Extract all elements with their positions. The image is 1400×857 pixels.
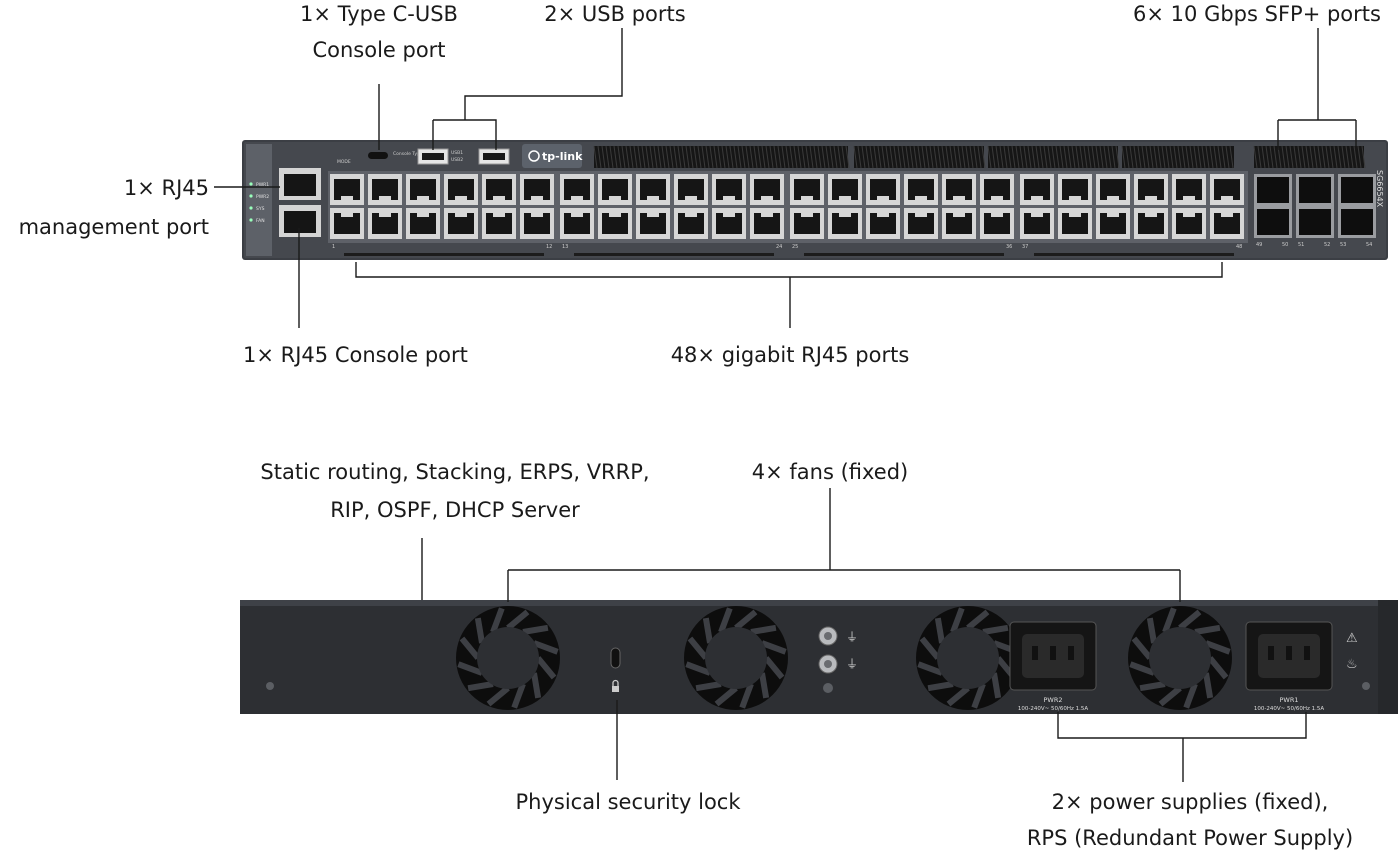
tp-link-logo-icon — [528, 150, 540, 162]
port-number: 48 — [1236, 244, 1242, 250]
console-typec-mini-label: Console Type-C — [393, 151, 427, 157]
screw-icon — [1362, 682, 1370, 690]
status-led-icon — [249, 206, 253, 210]
mgmt-port-label-line2: management port — [18, 215, 209, 239]
screw-icon — [266, 682, 274, 690]
sfp-ports-label: 6× 10 Gbps SFP+ ports — [1133, 2, 1381, 26]
status-led-icon — [249, 182, 253, 186]
ground-symbol-icon: ⏚ — [846, 630, 858, 644]
brand-name: tp-link — [542, 150, 583, 163]
usb1-mini-label: USB1 — [451, 150, 463, 156]
sfp-slot — [1257, 177, 1289, 203]
port-number: 12 — [546, 244, 552, 250]
security-lock-label: Physical security lock — [515, 790, 741, 814]
fan-group — [456, 606, 1232, 710]
screw-icon — [823, 683, 833, 693]
mode-mini-label: MODE — [337, 159, 351, 165]
features-label-line1: Static routing, Stacking, ERPS, VRRP, — [260, 460, 650, 484]
power-pin — [1268, 646, 1274, 660]
power-pin — [1068, 646, 1074, 660]
status-led-label: FAN — [256, 218, 265, 224]
type-c-console-label-line2: Console port — [312, 38, 446, 62]
power-pin — [1286, 646, 1292, 660]
sfp-slot — [1341, 177, 1373, 203]
psu-rating: 100-240V~ 50/60Hz 1.5A — [1254, 706, 1324, 712]
sfp-port-number: 53 — [1340, 242, 1346, 248]
port-number: 37 — [1022, 244, 1028, 250]
features-label-line2: RIP, OSPF, DHCP Server — [330, 498, 580, 522]
type-c-console-label-line1: 1× Type C-USB — [300, 2, 458, 26]
sfp-slot — [1257, 209, 1289, 235]
mgmt-port-label-line1: 1× RJ45 — [123, 176, 209, 200]
sfp-port-number: 49 — [1256, 242, 1262, 248]
switch-rear-panel: ⏚ ⏚ PWR2 100-240V~ 50/60Hz 1.5A PWR1 100-24… — [240, 600, 1398, 714]
fans-label: 4× fans (fixed) — [751, 460, 909, 484]
status-led-label: PWR2 — [256, 194, 269, 200]
power-supplies-label-line1: 2× power supplies (fixed), — [1051, 790, 1329, 814]
power-inlets: PWR2 100-240V~ 50/60Hz 1.5A PWR1 100-240V~ … — [1009, 621, 1333, 712]
sfp-slot — [1299, 177, 1331, 203]
ground-symbol-icon: ⏚ — [846, 657, 858, 671]
sfp-cages: 49 50 51 52 53 54 — [1254, 174, 1376, 248]
vent-block — [1122, 146, 1234, 168]
power-pin — [1032, 646, 1038, 660]
status-led-icon — [249, 194, 253, 198]
sfp-port-number: 54 — [1366, 242, 1372, 248]
usb-leader-line — [432, 28, 623, 150]
gigabit-leader-line — [355, 262, 1223, 328]
front-vents — [593, 145, 1366, 169]
gigabit-port-grid — [328, 171, 1248, 243]
usb2-mini-label: USB2 — [451, 157, 463, 163]
psu-rating: 100-240V~ 50/60Hz 1.5A — [1018, 706, 1088, 712]
hot-surface-icon: ♨ — [1346, 657, 1358, 672]
brand-badge — [522, 144, 582, 168]
rj45-console-label: 1× RJ45 Console port — [243, 343, 468, 367]
status-led-label: SYS — [256, 206, 265, 212]
status-led-label: PWR1 — [256, 182, 269, 188]
power-pin — [1304, 646, 1310, 660]
gigabit-ports-label: 48× gigabit RJ45 ports — [670, 343, 910, 367]
power-pin — [1050, 646, 1056, 660]
port-number: 25 — [792, 244, 798, 250]
sfp-leader-line — [1277, 28, 1357, 150]
port-number: 1 — [332, 244, 335, 250]
sfp-port-number: 50 — [1282, 242, 1288, 248]
sfp-port-number: 52 — [1324, 242, 1330, 248]
port-number-labels: 1 12 13 24 25 36 37 48 — [332, 244, 1242, 256]
usb-ports-label: 2× USB ports — [544, 2, 686, 26]
security-lock-slot — [610, 647, 621, 669]
port-number: 13 — [562, 244, 568, 250]
psu-name: PWR1 — [1280, 696, 1299, 704]
power-supplies-label-line2: RPS (Redundant Power Supply) — [1026, 826, 1354, 850]
model-name: SG6654X — [1375, 170, 1384, 208]
port-number: 24 — [776, 244, 782, 250]
sfp-port-number: 51 — [1298, 242, 1304, 248]
port-number: 36 — [1006, 244, 1012, 250]
power-leader-line — [1057, 712, 1307, 782]
warning-icon: ⚠ — [1346, 631, 1358, 646]
lock-icon — [612, 686, 619, 692]
fans-leader-line — [507, 488, 1181, 602]
sfp-slot — [1341, 209, 1373, 235]
sfp-slot — [1299, 209, 1331, 235]
type-c-port — [368, 152, 388, 159]
psu-name: PWR2 — [1044, 696, 1063, 704]
status-led-icon — [249, 218, 253, 222]
